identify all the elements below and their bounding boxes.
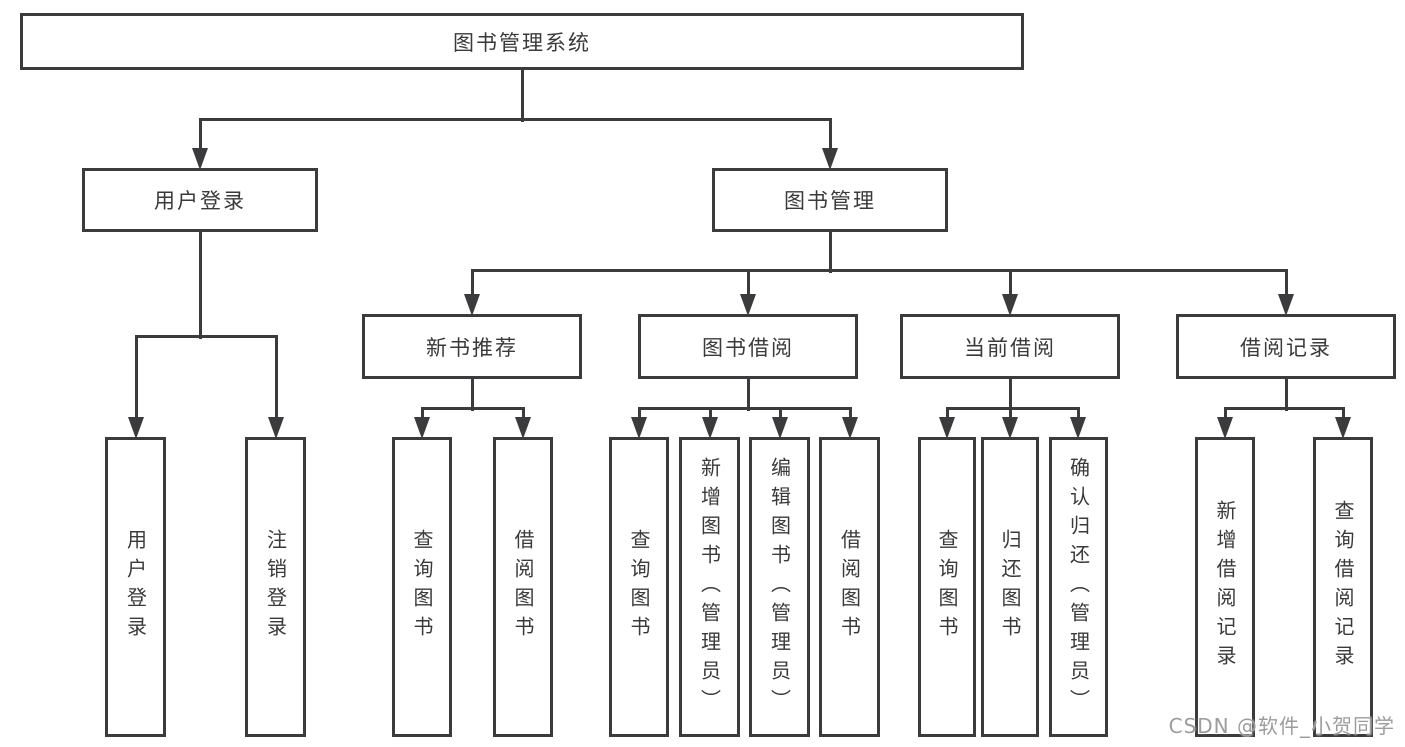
connector-drop xyxy=(709,407,712,423)
leaf-query-books-current: 查询图书 xyxy=(918,437,976,737)
arrow-down-icon xyxy=(1278,294,1294,316)
connector-drop xyxy=(199,118,202,154)
arrow-down-icon xyxy=(939,417,955,439)
arrow-down-icon xyxy=(515,417,531,439)
leaf-add-books-admin: 新增图书（管理员） xyxy=(679,437,740,737)
leaf-label: 查询借阅记录 xyxy=(1331,500,1355,674)
connector-drop xyxy=(1009,407,1012,423)
connector-bus xyxy=(1224,407,1345,410)
connector-stem xyxy=(521,68,524,122)
connector-drop xyxy=(638,407,641,423)
arrow-down-icon xyxy=(128,417,144,439)
leaf-user-login: 用户登录 xyxy=(105,437,166,737)
arrow-down-icon xyxy=(1335,417,1351,439)
connector-bus xyxy=(421,407,525,410)
arrow-down-icon xyxy=(268,417,284,439)
node-borrowing-records: 借阅记录 xyxy=(1176,314,1396,379)
node-library-system-root: 图书管理系统 xyxy=(20,13,1024,70)
leaf-label: 新增借阅记录 xyxy=(1213,500,1237,674)
connector-drop xyxy=(829,118,832,154)
leaf-label: 查询图书 xyxy=(627,529,651,645)
arrow-down-icon xyxy=(772,417,788,439)
leaf-borrow-books-newbook: 借阅图书 xyxy=(493,437,553,737)
leaf-return-books: 归还图书 xyxy=(981,437,1039,737)
arrow-down-icon xyxy=(740,294,756,316)
connector-bus xyxy=(135,335,278,338)
arrow-down-icon xyxy=(192,148,208,170)
connector-drop xyxy=(1224,407,1227,423)
arrow-down-icon xyxy=(1002,294,1018,316)
arrow-down-icon xyxy=(1070,417,1086,439)
node-book-management: 图书管理 xyxy=(712,168,948,232)
connector-bus xyxy=(471,269,1288,272)
leaf-label: 查询图书 xyxy=(410,529,434,645)
arrow-down-icon xyxy=(631,417,647,439)
leaf-label: 归还图书 xyxy=(998,529,1022,645)
connector-drop xyxy=(946,407,949,423)
arrow-down-icon xyxy=(414,417,430,439)
connector-stem xyxy=(829,232,832,273)
connector-drop xyxy=(421,407,424,423)
leaf-label: 注销登录 xyxy=(263,529,288,645)
connector-stem xyxy=(747,379,750,411)
leaf-query-books-borrowing: 查询图书 xyxy=(609,437,669,737)
connector-stem xyxy=(1009,379,1012,411)
connector-drop xyxy=(1285,269,1288,300)
leaf-label: 编辑图书（管理员） xyxy=(767,456,792,718)
connector-stem xyxy=(1285,379,1288,411)
connector-drop xyxy=(779,407,782,423)
arrow-down-icon xyxy=(1002,417,1018,439)
leaf-label: 新增图书（管理员） xyxy=(697,456,722,718)
leaf-logout-login: 注销登录 xyxy=(245,437,306,737)
leaf-query-borrow-record: 查询借阅记录 xyxy=(1313,437,1373,737)
connector-bus xyxy=(638,407,852,410)
connector-drop xyxy=(522,407,525,423)
connector-drop xyxy=(275,335,278,423)
arrow-down-icon xyxy=(464,294,480,316)
arrow-down-icon xyxy=(1217,417,1233,439)
node-current-borrowing: 当前借阅 xyxy=(900,314,1120,379)
leaf-query-books-newbook: 查询图书 xyxy=(392,437,452,737)
node-book-borrowing: 图书借阅 xyxy=(638,314,858,379)
connector-bus xyxy=(199,118,832,121)
leaf-confirm-return-admin: 确认归还（管理员） xyxy=(1049,437,1108,737)
connector-drop xyxy=(135,335,138,423)
connector-drop xyxy=(1077,407,1080,423)
leaf-label: 借阅图书 xyxy=(511,529,535,645)
connector-bus xyxy=(946,407,1080,410)
leaf-add-borrow-record: 新增借阅记录 xyxy=(1195,437,1255,737)
arrow-down-icon xyxy=(822,148,838,170)
node-user-login: 用户登录 xyxy=(82,168,318,232)
leaf-label: 用户登录 xyxy=(123,529,148,645)
leaf-borrow-books-borrowing: 借阅图书 xyxy=(819,437,880,737)
leaf-edit-books-admin: 编辑图书（管理员） xyxy=(749,437,810,737)
arrow-down-icon xyxy=(842,417,858,439)
watermark: CSDN @软件_小贺同学 xyxy=(1168,714,1395,738)
leaf-label: 查询图书 xyxy=(935,529,959,645)
connector-drop xyxy=(1342,407,1345,423)
connector-drop xyxy=(849,407,852,423)
leaf-label: 确认归还（管理员） xyxy=(1066,456,1091,718)
connector-stem xyxy=(199,232,202,339)
leaf-label: 借阅图书 xyxy=(837,529,862,645)
node-new-book-recommend: 新书推荐 xyxy=(362,314,582,379)
arrow-down-icon xyxy=(702,417,718,439)
connector-drop xyxy=(471,269,474,300)
connector-stem xyxy=(471,379,474,411)
connector-drop xyxy=(1009,269,1012,300)
connector-drop xyxy=(747,269,750,300)
